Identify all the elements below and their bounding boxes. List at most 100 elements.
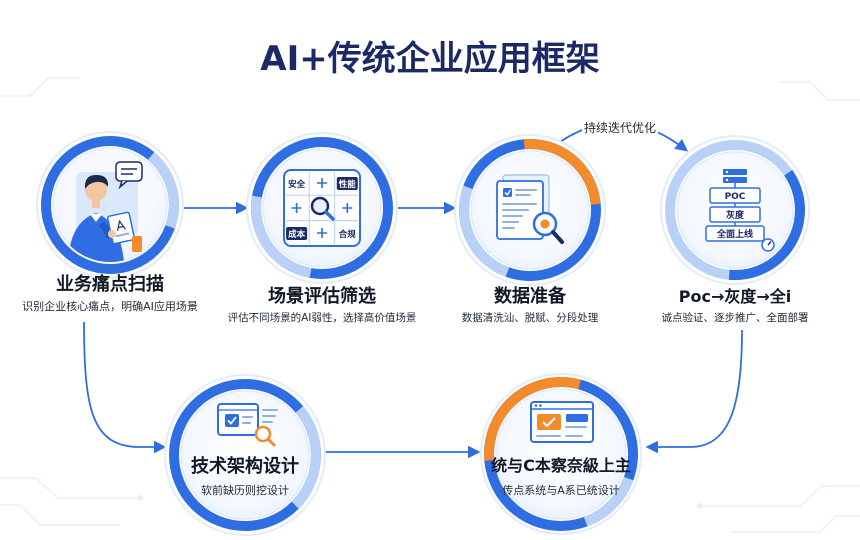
step-5-ring-light-arc xyxy=(169,379,321,531)
circuit-line xyxy=(780,81,860,101)
server-unit xyxy=(723,169,747,175)
background-circuit-lines xyxy=(0,77,860,533)
plus-mark xyxy=(342,203,353,213)
step-3-halo xyxy=(454,134,606,286)
magnifier-handle xyxy=(266,437,276,447)
tablet-line xyxy=(115,232,130,238)
chip-performance xyxy=(336,177,358,190)
step-3-description: 数据清洗汕、脱赋、分段处理 xyxy=(462,311,599,324)
person-hand xyxy=(108,230,116,238)
step-3-ring-light-arc xyxy=(459,139,601,281)
step-6-ring-orange-arc xyxy=(484,377,638,531)
orange-panel xyxy=(537,414,561,430)
stage-label-full-launch: 全面上线 xyxy=(716,228,753,240)
plus-mark xyxy=(291,203,302,213)
gauge-needle xyxy=(767,241,772,246)
person-head xyxy=(85,179,107,201)
step-6-description: 传点系统与A系已统设计 xyxy=(502,484,620,497)
speech-bubble xyxy=(115,161,143,182)
stage-label-gray-release: 灰度 xyxy=(726,209,745,221)
person-collar xyxy=(90,214,102,222)
circuit-line xyxy=(730,515,860,533)
step-5-node: 技术架构设计 软前缺历则挖设计 xyxy=(164,374,326,536)
step-4-halo xyxy=(660,135,810,285)
server-led xyxy=(725,178,729,182)
loop-label-background xyxy=(582,119,658,137)
tablet-glyph xyxy=(116,219,126,231)
circuit-line xyxy=(0,477,140,499)
orange-panel-check xyxy=(542,417,556,428)
server-unit xyxy=(723,177,747,183)
document-search-icon xyxy=(496,174,564,244)
grid-label-performance: 性能 xyxy=(339,179,357,190)
person-with-tablet-icon xyxy=(68,161,143,262)
step-3-label: 数据准备 xyxy=(494,285,567,307)
step-2-description: 评估不同场景的AI弱性，选择高价值场景 xyxy=(228,311,417,324)
chair-accent xyxy=(132,236,142,252)
document-checkbox xyxy=(503,188,512,197)
step-5-halo xyxy=(164,374,326,536)
step-2-node: 安全 性能 成本 合规 场景评估筛选 评估不同场景的AI弱性，选择高价值场景 xyxy=(228,132,417,324)
rollout-stack-icon: POC 灰度 全面上线 xyxy=(705,169,775,252)
step-1-label: 业务痛点扫描 xyxy=(56,273,164,295)
window-dot xyxy=(534,404,538,407)
evaluation-grid-icon: 安全 性能 成本 合规 xyxy=(283,169,361,247)
step-6-node: 统与C本察奈級上主 传点系统与A系已统设计 xyxy=(480,373,642,535)
plus-mark xyxy=(317,228,327,238)
step-3-node: 数据准备 数据清洗汕、脱赋、分段处理 xyxy=(454,134,606,324)
step-2-halo xyxy=(246,132,398,284)
architecture-screen-icon xyxy=(217,403,278,447)
step-6-label: 统与C本察奈級上主 xyxy=(491,456,631,475)
step-1-description: 识别企业核心痛点，明确AI应用场景 xyxy=(22,299,198,313)
tablet-frame xyxy=(106,211,136,245)
connectors xyxy=(83,121,743,459)
step-6-halo xyxy=(480,373,642,535)
person-hair xyxy=(84,174,109,189)
stage-box-full-launch xyxy=(705,225,765,242)
magnifier-focus-dot xyxy=(540,219,550,229)
grid-label-security: 安全 xyxy=(288,179,306,190)
step-6-ring-light-arc xyxy=(484,377,638,531)
arrow-step4-to-step6 xyxy=(645,329,743,454)
step-4-description: 诚点验证、逐步推广、全面部署 xyxy=(662,311,809,324)
circuit-line xyxy=(0,504,120,526)
grid-label-compliance: 合规 xyxy=(338,229,357,240)
step-5-inner-disc xyxy=(180,390,310,520)
circuit-node xyxy=(137,495,143,501)
step-2-label: 场景评估筛选 xyxy=(268,285,376,307)
screen-check-mark xyxy=(227,416,237,425)
loop-label: 持续迭代优化 xyxy=(584,120,656,135)
circuit-line xyxy=(0,77,80,97)
blue-bar xyxy=(566,414,588,422)
integration-window xyxy=(530,401,594,443)
step-4-node: POC 灰度 全面上线 Poc→灰度→全i 诚点验证、逐步推广、全面部署 xyxy=(660,135,810,324)
step-5-description: 软前缺历则挖设计 xyxy=(201,483,289,497)
server-led xyxy=(725,170,729,174)
grid-label-cost: 成本 xyxy=(288,229,306,240)
integration-window-icon xyxy=(530,401,594,443)
magnifier-lens xyxy=(310,196,330,216)
speech-bubble-tail xyxy=(118,180,128,190)
document-check-mark xyxy=(504,189,512,196)
step-4-ring-blue-arc xyxy=(665,140,805,280)
chip-cost xyxy=(286,227,308,240)
circuit-line xyxy=(700,485,860,507)
arrow-step1-to-step5 xyxy=(83,321,167,454)
window-dot xyxy=(539,404,542,407)
plus-mark xyxy=(317,178,327,188)
person-neck xyxy=(92,198,100,208)
screen-checkbox xyxy=(225,414,239,427)
step-2-ring-light-arc xyxy=(251,137,393,279)
page-title: AI+传统企业应用框架 xyxy=(260,39,599,79)
step-1-halo xyxy=(36,131,184,279)
magnifier-lens xyxy=(254,425,272,443)
stage-label-poc: POC xyxy=(725,192,746,202)
magnifier-handle xyxy=(324,210,335,221)
step-4-label: Poc→灰度→全i xyxy=(679,287,792,306)
circuit-node xyxy=(697,503,703,509)
step-5-label: 技术架构设计 xyxy=(191,455,299,477)
step-3-ring-orange-arc xyxy=(459,139,601,281)
tablet-device xyxy=(106,211,136,245)
step-1-node: 业务痛点扫描 识别企业核心痛点，明确AI应用场景 xyxy=(22,131,198,313)
